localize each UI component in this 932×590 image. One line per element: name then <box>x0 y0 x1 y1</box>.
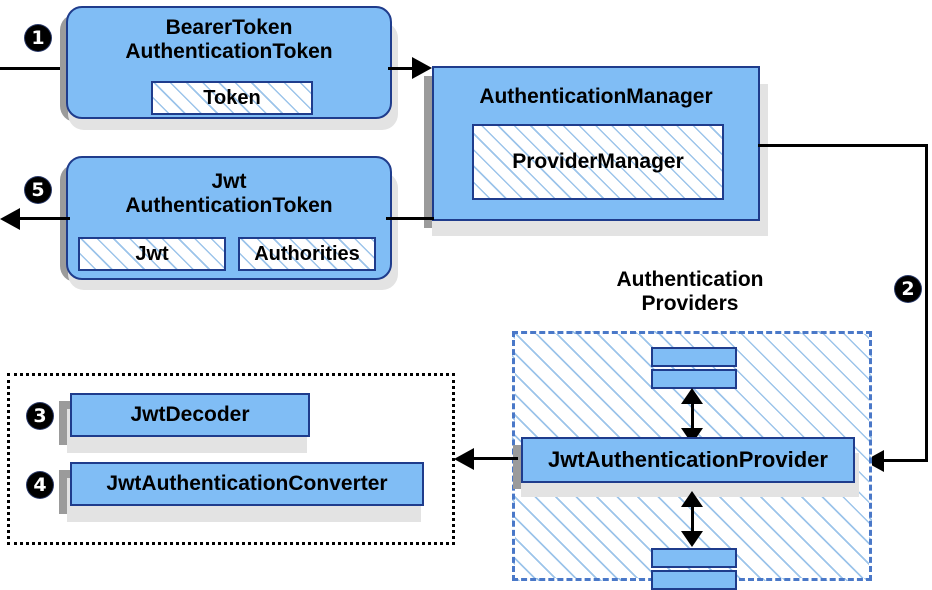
provider-top-arrow-up <box>681 388 703 404</box>
authentication-manager-label: AuthenticationManager <box>479 85 713 109</box>
bearer-token-label: BearerToken AuthenticationToken <box>125 16 333 63</box>
bearer-token-authentication-token-node[interactable]: BearerToken AuthenticationToken Token <box>66 6 392 119</box>
bearer-to-manager-arrowhead <box>412 57 432 79</box>
jwt-label: Jwt <box>135 242 169 265</box>
provider-stack-top-bar-1 <box>651 347 737 367</box>
step-1-badge: 1 <box>25 25 51 51</box>
authorities-subbox[interactable]: Authorities <box>238 237 376 271</box>
step-4-badge: 4 <box>27 472 53 498</box>
outgoing-response-line <box>14 217 70 220</box>
provider-bottom-connector-line <box>691 498 694 538</box>
authentication-providers-caption: Authentication Providers <box>616 268 764 316</box>
jwt-decoder-node[interactable]: JwtDecoder <box>70 393 310 437</box>
provider-stack-bottom-bar-2 <box>651 570 737 590</box>
step-2-badge: 2 <box>895 276 921 302</box>
provider-to-components-line <box>470 457 518 460</box>
provider-top-connector-line <box>691 395 694 435</box>
provider-manager-subbox[interactable]: ProviderManager <box>472 124 724 200</box>
provider-bottom-arrow-down <box>681 531 703 547</box>
authorities-label: Authorities <box>254 242 360 265</box>
manager-exit-line <box>758 144 928 147</box>
incoming-request-line <box>0 67 68 70</box>
provider-bottom-arrow-up <box>681 491 703 507</box>
outgoing-response-arrowhead <box>0 208 20 230</box>
bearer-token-token-subbox[interactable]: Token <box>151 81 313 115</box>
bearer-to-manager-line <box>388 67 416 70</box>
jwt-authentication-converter-label: JwtAuthenticationConverter <box>106 472 388 496</box>
provider-stack-bottom-bar-1 <box>651 548 737 568</box>
jwt-authentication-provider-node[interactable]: JwtAuthenticationProvider <box>521 437 855 483</box>
token-label: Token <box>203 86 261 109</box>
jwt-token-label: Jwt AuthenticationToken <box>125 170 333 217</box>
step-5-badge: 5 <box>25 177 51 203</box>
jwt-authentication-provider-label: JwtAuthenticationProvider <box>548 446 828 472</box>
manager-exit-vertical <box>925 144 928 461</box>
provider-stack-top-bar-2 <box>651 369 737 389</box>
provider-entry-line <box>880 459 928 462</box>
authentication-manager-node[interactable]: AuthenticationManager ProviderManager <box>432 66 760 221</box>
manager-to-jwt-token-line <box>386 217 434 220</box>
jwt-authentication-converter-node[interactable]: JwtAuthenticationConverter <box>70 462 424 506</box>
provider-to-components-arrowhead <box>454 448 474 470</box>
jwt-components-container <box>7 373 455 545</box>
step-3-badge: 3 <box>27 403 53 429</box>
jwt-decoder-label: JwtDecoder <box>130 403 250 427</box>
jwt-subbox[interactable]: Jwt <box>78 237 226 271</box>
provider-manager-label: ProviderManager <box>512 150 684 174</box>
